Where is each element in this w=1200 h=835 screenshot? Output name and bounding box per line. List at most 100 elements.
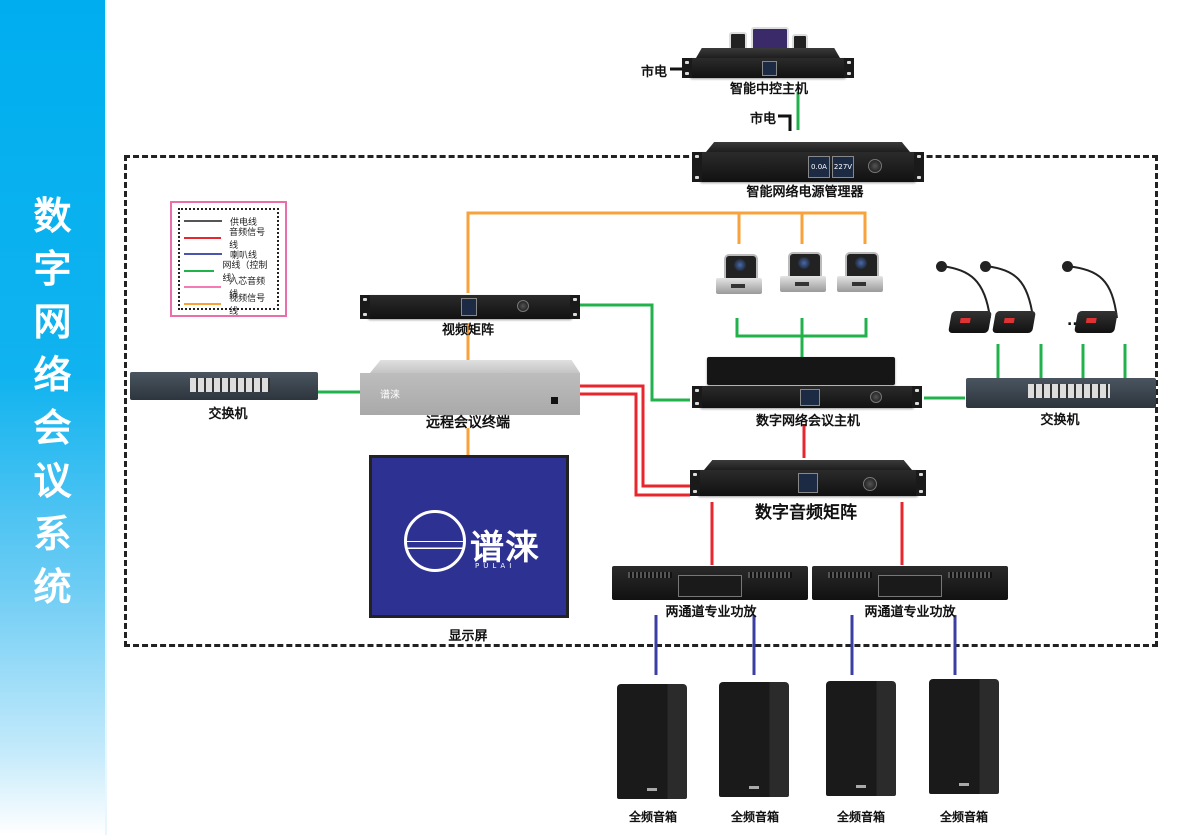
rack-ear (570, 295, 580, 319)
legend-item: 八芯音频线 (184, 277, 273, 300)
amp-panel (878, 575, 942, 597)
speaker-1[interactable] (617, 684, 687, 799)
knob-icon (870, 391, 882, 403)
current-readout: 0.0A (808, 156, 830, 178)
camera-lens-icon (845, 252, 879, 278)
video-matrix[interactable] (360, 295, 580, 319)
legend-label: 网线（控制线） (222, 260, 268, 284)
chassis-top (704, 460, 912, 470)
voltage-readout: 227V (832, 156, 854, 178)
rack-ear (692, 386, 702, 408)
chassis-top (706, 142, 910, 152)
video-matrix-label: 视频矩阵 (441, 323, 495, 338)
delegate-mic-1[interactable] (936, 261, 992, 341)
legend-swatch-audio (184, 236, 222, 239)
speaker-2-label: 全频音箱 (730, 810, 780, 824)
network-switch-left[interactable] (130, 372, 318, 400)
speaker-4[interactable] (929, 679, 999, 794)
screen-icon (461, 298, 477, 316)
rack-ear (682, 58, 692, 78)
title-char: 系 (33, 512, 72, 556)
screen-icon (798, 473, 818, 493)
title-char: 络 (33, 353, 72, 397)
title-char: 会 (33, 406, 72, 450)
speaker-2[interactable] (719, 682, 789, 797)
net-cam-bus (735, 318, 868, 358)
switch-ports (190, 378, 270, 392)
screen-icon (800, 389, 820, 406)
power-button-icon (551, 397, 558, 404)
delegate-mic-3[interactable] (1062, 261, 1118, 341)
title-char: 统 (33, 565, 72, 609)
switch-left-label: 交换机 (208, 407, 248, 422)
mains-label-power: 市电 (750, 112, 777, 127)
legend-item: 音频信号线 (184, 228, 273, 251)
audio-terminal-to-matrix-1 (580, 384, 690, 488)
mic-head-icon (936, 261, 947, 272)
remote-conference-terminal[interactable]: 谱涞 (360, 360, 580, 415)
rack-ear (690, 470, 700, 496)
rack-ear (916, 470, 926, 496)
knob-icon (863, 477, 877, 491)
audio-terminal-to-matrix-2 (580, 392, 690, 497)
display-brand-name: 谱涞 (470, 528, 540, 568)
legend-swatch-power (184, 220, 222, 223)
video-bus (466, 211, 867, 293)
power-line-manager (778, 114, 792, 131)
system-boundary (124, 155, 1158, 647)
speaker-4-label: 全频音箱 (939, 810, 989, 824)
amplifier-1[interactable] (612, 566, 808, 600)
amp-vent (628, 572, 672, 578)
legend-label: 供电线 (230, 217, 258, 228)
terminal-top (370, 360, 580, 373)
camera-base (837, 276, 883, 292)
remote-terminal-label: 远程会议终端 (426, 415, 510, 431)
net-videomatrix-to-host (572, 303, 690, 402)
title-char: 议 (33, 459, 72, 503)
delegate-mic-2[interactable] (980, 261, 1036, 341)
switch-right-label: 交换机 (1040, 413, 1080, 428)
legend-swatch-8core (184, 286, 222, 289)
rack-ear (844, 58, 854, 78)
camera-lens-icon (724, 254, 758, 280)
display-brand-sub: PULAI (475, 562, 516, 570)
rack-ear (692, 152, 702, 182)
amplifier-1-label: 两通道专业功放 (665, 605, 757, 620)
power-manager[interactable]: 0.0A 227V (692, 142, 924, 182)
mains-label-control: 市电 (641, 65, 668, 80)
camera-lens-icon (788, 252, 822, 278)
switch-ports (1028, 384, 1110, 398)
speaker-1-label: 全频音箱 (628, 810, 678, 824)
legend-label: 视频信号线 (229, 293, 266, 317)
legend-item: 供电线 (184, 213, 273, 230)
sidebar-banner: 数 字 网 络 会 议 系 统 (0, 0, 105, 835)
ptz-camera-1[interactable] (716, 254, 762, 294)
conference-host[interactable] (692, 386, 922, 408)
display-screen[interactable]: 谱涞 PULAI (369, 455, 569, 618)
audio-matrix[interactable] (690, 460, 926, 496)
central-control-label: 智能中控主机 (729, 82, 809, 97)
audio-matrix-label: 数字音频矩阵 (755, 503, 857, 523)
ptz-camera-2[interactable] (780, 252, 826, 292)
conference-host-label: 数字网络会议主机 (755, 414, 861, 429)
brand-logo-icon (404, 510, 466, 572)
screen-icon (762, 61, 777, 76)
rack-ear (360, 295, 370, 319)
sidebar-divider (105, 0, 107, 835)
speaker-3[interactable] (826, 681, 896, 796)
chassis-top (696, 48, 840, 58)
title-char: 数 (33, 194, 72, 238)
knob-icon (868, 159, 882, 173)
amp-vent (828, 572, 872, 578)
network-switch-right[interactable] (966, 378, 1156, 408)
ptz-camera-3[interactable] (837, 252, 883, 292)
power-manager-label: 智能网络电源管理器 (746, 185, 864, 200)
amp-panel (678, 575, 742, 597)
legend-label: 喇叭线 (230, 250, 258, 261)
amplifier-2[interactable] (812, 566, 1008, 600)
legend-item: 视频信号线 (184, 294, 273, 317)
legend-swatch-network (184, 269, 215, 272)
legend-label: 音频信号线 (229, 227, 266, 251)
mic-head-icon (980, 261, 991, 272)
